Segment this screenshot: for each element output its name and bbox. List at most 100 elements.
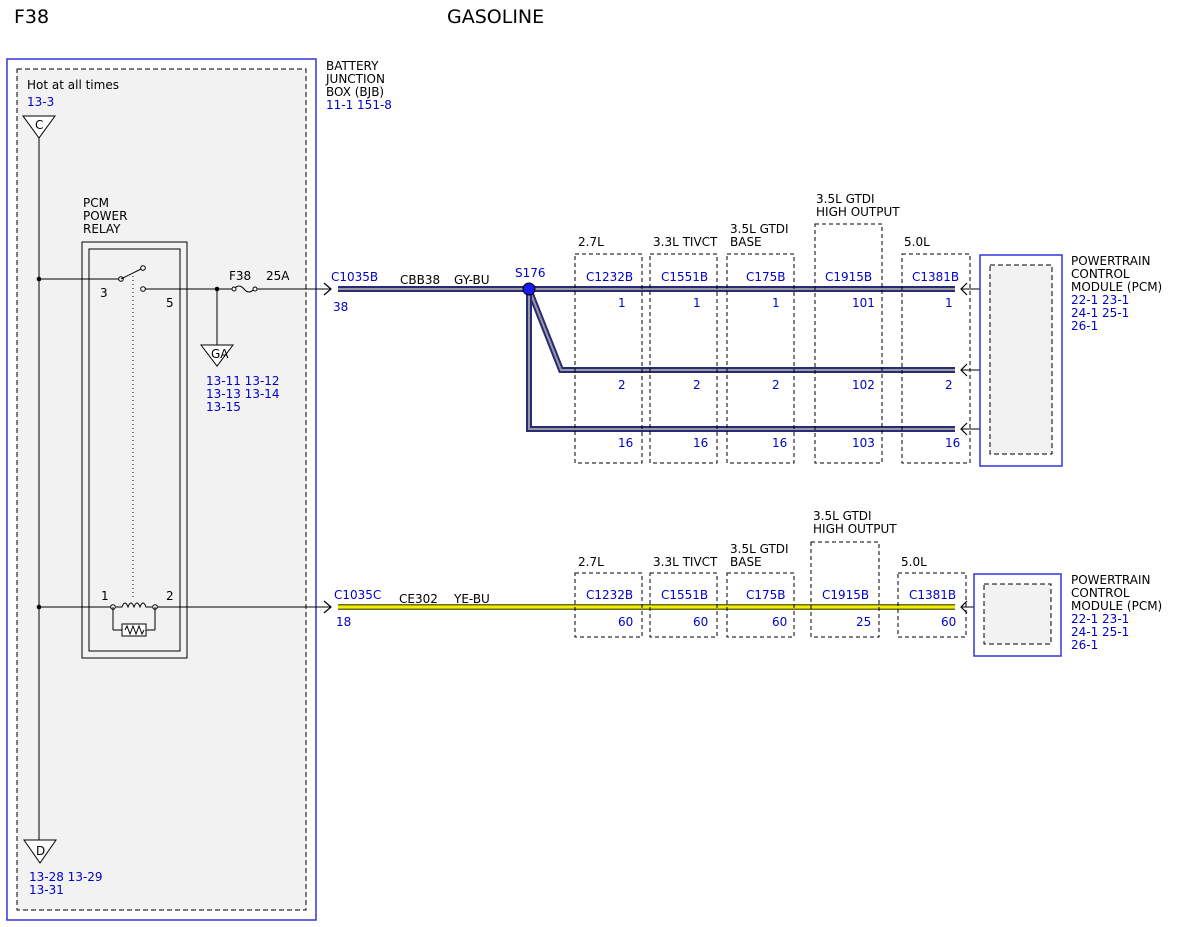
top-engine-label-3-5l-base-2: BASE xyxy=(730,235,762,249)
relay-label-line-3: RELAY xyxy=(83,222,121,236)
bottom-engine-label-3-5l-ho-1: 3.5L GTDI xyxy=(813,509,872,523)
bottom-engine-label-5-0l: 5.0L xyxy=(901,555,927,569)
pcm-top-refs-2[interactable]: 24-1 25-1 xyxy=(1071,306,1129,320)
top-connector-name[interactable]: C1035B xyxy=(331,270,378,284)
pcm-bottom-refs-2[interactable]: 24-1 25-1 xyxy=(1071,625,1129,639)
bottom-pin-5-0l: 60 xyxy=(941,615,956,629)
bottom-pin-3-3l: 60 xyxy=(693,615,708,629)
bottom-engine-variant-2-7l[interactable] xyxy=(574,572,643,638)
terminal-d-icon xyxy=(23,839,57,864)
connector-c1035b-arrow-icon xyxy=(323,282,332,296)
relay-label-line-2: POWER xyxy=(83,209,127,223)
pin-5-0l-row1: 1 xyxy=(945,296,953,310)
top-engine-label-5-0l: 5.0L xyxy=(904,235,930,249)
top-connector-c1551b[interactable]: C1551B xyxy=(661,270,708,284)
pcm-bottom-refs-1[interactable]: 22-1 23-1 xyxy=(1071,612,1129,626)
bottom-engine-variant-5-0l[interactable] xyxy=(897,572,967,638)
bottom-engine-variant-3-5l-ho[interactable] xyxy=(810,541,880,638)
pin-3-3l-row2: 2 xyxy=(693,378,701,392)
pcm-power-relay[interactable] xyxy=(81,241,188,659)
relay-pin-3: 3 xyxy=(100,286,108,300)
top-engine-label-3-5l-ho-1: 3.5L GTDI xyxy=(816,192,875,206)
pcm-top-label-2: CONTROL xyxy=(1071,267,1130,281)
bottom-connector-c1551b[interactable]: C1551B xyxy=(661,588,708,602)
bjb-refs[interactable]: 11-1 151-8 xyxy=(326,98,392,112)
pcm-bottom-label-2: CONTROL xyxy=(1071,586,1130,600)
fuse-icon xyxy=(231,285,258,293)
bottom-connector-c175b[interactable]: C175B xyxy=(746,588,786,602)
terminal-c-label: C xyxy=(35,118,43,132)
page-code: F38 xyxy=(14,6,49,28)
terminal-d-label: D xyxy=(36,844,45,858)
bottom-connector-c1232b[interactable]: C1232B xyxy=(586,588,633,602)
bottom-pin-3-5l-ho: 25 xyxy=(856,615,871,629)
relay-pin-1: 1 xyxy=(101,589,109,603)
battery-junction-box[interactable] xyxy=(6,58,317,921)
pcm-top-label-1: POWERTRAIN xyxy=(1071,254,1151,268)
top-connector-c1232b[interactable]: C1232B xyxy=(586,270,633,284)
bottom-engine-label-3-5l-ho-2: HIGH OUTPUT xyxy=(813,522,897,536)
pcm-module-bottom[interactable] xyxy=(973,573,1062,657)
pcm-top-refs-1[interactable]: 22-1 23-1 xyxy=(1071,293,1129,307)
splice-s176-label[interactable]: S176 xyxy=(515,266,546,280)
pin-3-5l-ho-row3: 103 xyxy=(852,436,875,450)
top-engine-label-2-7l: 2.7L xyxy=(578,235,604,249)
pcm-bottom-label-3: MODULE (PCM) xyxy=(1071,599,1162,613)
relay-coil-icon xyxy=(112,602,156,637)
page-title: GASOLINE xyxy=(447,6,544,28)
fuse-name: F38 xyxy=(229,269,251,283)
bottom-pin-2-7l: 60 xyxy=(618,615,633,629)
bottom-refs-line-1[interactable]: 13-28 13-29 xyxy=(29,870,103,884)
pcm-top-refs-3[interactable]: 26-1 xyxy=(1071,319,1098,333)
pin-3-3l-row3: 16 xyxy=(693,436,708,450)
splice-s176-dot[interactable] xyxy=(522,282,536,296)
pin-3-5l-base-row2: 2 xyxy=(772,378,780,392)
bottom-connector-c1381b[interactable]: C1381B xyxy=(909,588,956,602)
bottom-engine-label-3-5l-base-1: 3.5L GTDI xyxy=(730,542,789,556)
top-engine-variant-5-0l[interactable] xyxy=(901,253,971,464)
pin-3-5l-base-row1: 1 xyxy=(772,296,780,310)
top-engine-variant-2-7l[interactable] xyxy=(574,253,643,464)
bottom-connector-pin: 18 xyxy=(336,615,351,629)
relay-pin-2: 2 xyxy=(166,589,174,603)
top-engine-label-3-3l: 3.3L TIVCT xyxy=(653,235,718,249)
ground-refs-line-1[interactable]: 13-11 13-12 xyxy=(206,374,280,388)
wire-gy-bu[interactable] xyxy=(338,286,955,432)
ground-refs-line-3[interactable]: 13-15 xyxy=(206,400,241,414)
pin-3-5l-base-row3: 16 xyxy=(772,436,787,450)
top-connector-c175b[interactable]: C175B xyxy=(746,270,786,284)
top-engine-variant-3-5l-ho[interactable] xyxy=(814,223,883,464)
pin-2-7l-row2: 2 xyxy=(618,378,626,392)
bottom-connector-c1915b[interactable]: C1915B xyxy=(822,588,869,602)
pcm-top-label-3: MODULE (PCM) xyxy=(1071,280,1162,294)
ground-ga-icon xyxy=(199,344,235,367)
top-engine-variant-3-3l[interactable] xyxy=(649,253,718,464)
bottom-engine-variant-3-3l[interactable] xyxy=(649,572,718,638)
top-circuit-number: CBB38 xyxy=(400,273,440,287)
pin-5-0l-row2: 2 xyxy=(945,378,953,392)
ground-refs-line-2[interactable]: 13-13 13-14 xyxy=(206,387,280,401)
bottom-refs-line-2[interactable]: 13-31 xyxy=(29,883,64,897)
bottom-engine-variant-3-5l-base[interactable] xyxy=(726,572,795,638)
pin-3-5l-ho-row2: 102 xyxy=(852,378,875,392)
top-connector-c1381b[interactable]: C1381B xyxy=(912,270,959,284)
relay-pin-5: 5 xyxy=(166,296,174,310)
top-connector-c1915b[interactable]: C1915B xyxy=(825,270,872,284)
pin-5-0l-row3: 16 xyxy=(945,436,960,450)
bottom-engine-label-3-3l: 3.3L TIVCT xyxy=(653,555,718,569)
bjb-label-line-1: BATTERY xyxy=(326,59,379,73)
bottom-connector-name[interactable]: C1035C xyxy=(334,588,381,602)
top-engine-label-3-5l-base-1: 3.5L GTDI xyxy=(730,222,789,236)
pin-3-3l-row1: 1 xyxy=(693,296,701,310)
bjb-label-line-2: JUNCTION xyxy=(325,72,385,86)
pcm-bottom-refs-3[interactable]: 26-1 xyxy=(1071,638,1098,652)
hot-at-all-times-label: Hot at all times xyxy=(27,78,119,92)
pin-3-5l-ho-row1: 101 xyxy=(852,296,875,310)
pcm-module-top[interactable] xyxy=(979,254,1063,467)
bottom-engine-label-2-7l: 2.7L xyxy=(578,555,604,569)
terminal-c-icon xyxy=(22,115,56,139)
top-connector-pin: 38 xyxy=(333,300,348,314)
hot-ref[interactable]: 13-3 xyxy=(27,95,54,109)
top-engine-variant-3-5l-base[interactable] xyxy=(726,253,795,464)
bottom-engine-label-3-5l-base-2: BASE xyxy=(730,555,762,569)
